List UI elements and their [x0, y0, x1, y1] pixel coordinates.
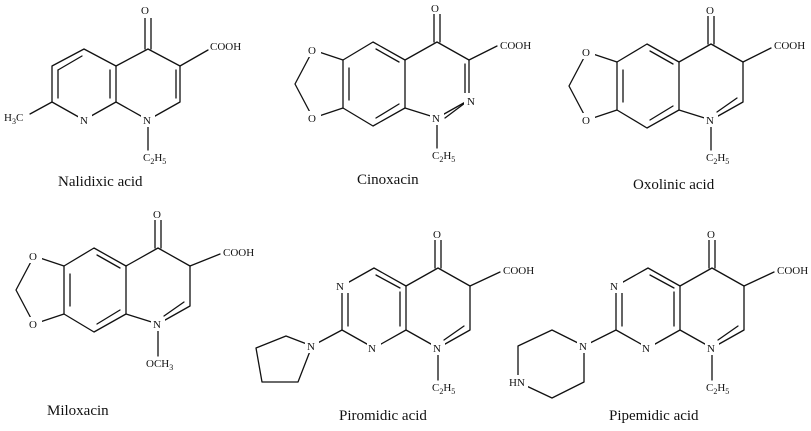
cinoxacin-keto-oxygen: O — [431, 3, 439, 15]
nalidixic-carboxyl-label: COOH — [210, 41, 241, 53]
pipemidic-ring-nitrogen-top: N — [610, 281, 618, 293]
oxolinic-ethyl-label: C2H5 — [706, 152, 729, 166]
molecule-cinoxacin: O O O COOH N N C2H5 Cinoxacin — [294, 0, 531, 188]
molecule-pipemidic-acid: N N N N HN O COOH C2H5 Pipemidic acid — [508, 224, 808, 424]
piromidic-ethyl-label: C2H5 — [432, 382, 455, 396]
oxolinic-dioxole-oxygen-top: O — [582, 47, 590, 59]
cinoxacin-bonds — [294, 13, 498, 149]
nalidixic-methyl-label: H3C — [4, 112, 23, 126]
nalidixic-ring-nitrogen-2: N — [143, 115, 151, 127]
miloxacin-dioxole-oxygen-top: O — [29, 251, 37, 263]
nalidixic-keto-oxygen: O — [141, 5, 149, 17]
cinoxacin-carboxyl-label: COOH — [500, 40, 531, 52]
nalidixic-ethyl-label: C2H5 — [143, 152, 166, 166]
pipemidic-piperazine-nitrogen: N — [579, 341, 587, 353]
cinoxacin-ethyl-label: C2H5 — [432, 150, 455, 164]
oxolinic-dioxole-oxygen-bottom: O — [582, 115, 590, 127]
oxolinic-carboxyl-label: COOH — [774, 40, 805, 52]
miloxacin-carboxyl-label: COOH — [223, 247, 254, 259]
caption-piromidic-acid: Piromidic acid — [339, 408, 427, 424]
pipemidic-ring-nitrogen-mid: N — [642, 343, 650, 355]
caption-cinoxacin: Cinoxacin — [357, 172, 419, 188]
pipemidic-ethyl-label: C2H5 — [706, 382, 729, 396]
pipemidic-carboxyl-label: COOH — [777, 265, 808, 277]
piromidic-keto-oxygen: O — [433, 229, 441, 241]
molecule-oxolinic-acid: O O O COOH N C2H5 Oxolinic acid — [568, 0, 805, 193]
piromidic-ring-nitrogen: N — [433, 343, 441, 355]
oxolinic-ring-nitrogen: N — [706, 115, 714, 127]
piromidic-pyrrolidine-nitrogen: N — [307, 341, 315, 353]
pipemidic-ring-nitrogen: N — [707, 343, 715, 355]
caption-pipemidic-acid: Pipemidic acid — [609, 408, 699, 424]
pipemidic-keto-oxygen: O — [707, 229, 715, 241]
caption-miloxacin: Miloxacin — [47, 403, 109, 419]
pipemidic-bonds — [517, 239, 775, 399]
miloxacin-bonds — [15, 219, 221, 357]
caption-oxolinic-acid: Oxolinic acid — [633, 177, 715, 193]
oxolinic-bonds — [568, 15, 772, 151]
cinoxacin-dioxole-oxygen-top: O — [308, 45, 316, 57]
molecule-nalidixic-acid: O COOH N N C2H5 H3C Nalidixic acid — [4, 2, 241, 190]
miloxacin-keto-oxygen: O — [153, 209, 161, 221]
cinoxacin-ring-nitrogen-2: N — [432, 113, 440, 125]
nalidixic-bonds — [29, 17, 209, 151]
nalidixic-ring-nitrogen-1: N — [80, 115, 88, 127]
miloxacin-ring-nitrogen: N — [153, 319, 161, 331]
piromidic-carboxyl-label: COOH — [503, 265, 534, 277]
cinoxacin-ring-nitrogen-1: N — [467, 96, 475, 108]
piromidic-bonds — [255, 239, 501, 383]
pipemidic-piperazine-nh: HN — [509, 377, 525, 389]
molecule-miloxacin: O O O COOH N OCH3 Miloxacin — [15, 204, 254, 419]
piromidic-ring-nitrogen-top: N — [336, 281, 344, 293]
caption-nalidixic-acid: Nalidixic acid — [58, 174, 143, 190]
miloxacin-dioxole-oxygen-bottom: O — [29, 319, 37, 331]
piromidic-ring-nitrogen-mid: N — [368, 343, 376, 355]
cinoxacin-dioxole-oxygen-bottom: O — [308, 113, 316, 125]
miloxacin-methoxy-label: OCH3 — [146, 358, 173, 372]
oxolinic-keto-oxygen: O — [706, 5, 714, 17]
molecule-piromidic-acid: N N N N O COOH C2H5 Piromidic acid — [255, 224, 534, 424]
